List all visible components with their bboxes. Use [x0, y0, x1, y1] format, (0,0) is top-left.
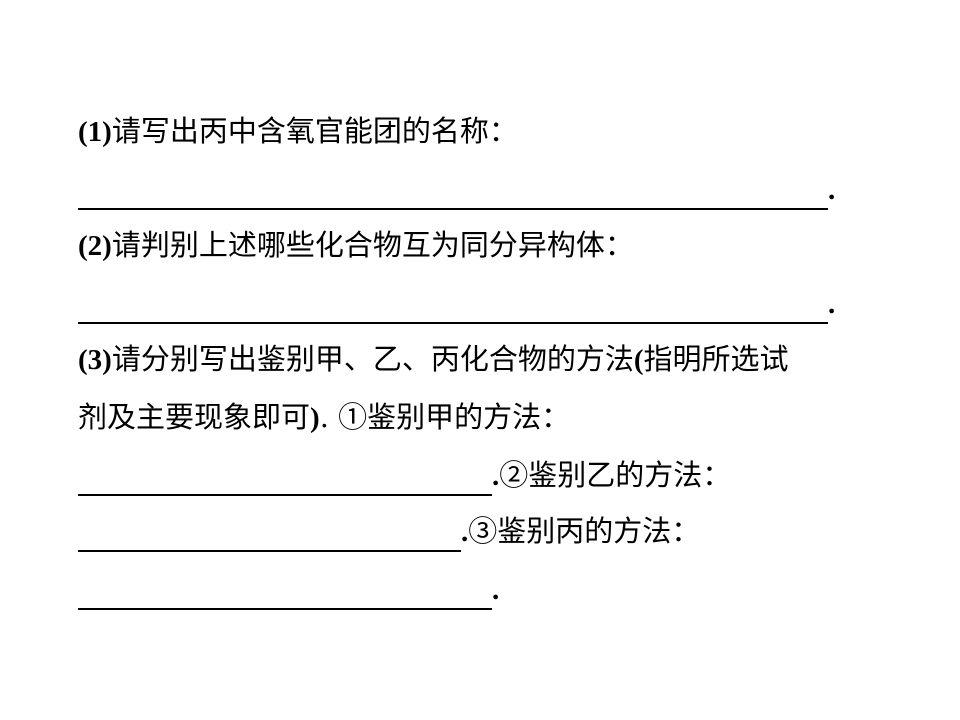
- answer-3-3-end-mark: .: [492, 574, 500, 606]
- answer-1-row: .: [78, 169, 836, 210]
- question-3-sub2-label: ②鉴别乙的方法：: [499, 458, 732, 492]
- question-2-number: (2): [78, 230, 112, 262]
- answer-1-end-mark: .: [828, 174, 836, 206]
- question-3-text-part2: 指明所选试: [643, 342, 789, 376]
- question-3: (3)请分别写出鉴别甲、乙、丙化合物的方法(指明所选试: [78, 339, 789, 379]
- question-3-sub2-row: .②鉴别乙的方法：: [78, 455, 732, 496]
- question-3-sub3-label: ③鉴别丙的方法：: [468, 514, 701, 548]
- answer-3-1-end-mark: .: [492, 460, 500, 492]
- question-1-text: 请写出丙中含氧官能团的名称：: [111, 114, 518, 148]
- answer-2-blank[interactable]: [78, 292, 828, 324]
- question-3-line2-text: 剂及主要现象即可: [78, 400, 311, 434]
- question-1-number: (1): [78, 116, 112, 148]
- question-3-sub3-row: .③鉴别丙的方法：: [78, 511, 701, 552]
- question-3-line2: 剂及主要现象即可). ①鉴别甲的方法：: [78, 397, 570, 437]
- question-1: (1)请写出丙中含氧官能团的名称：: [78, 111, 518, 151]
- question-3-paren-open: (: [633, 344, 644, 376]
- question-2: (2)请判别上述哪些化合物互为同分异构体：: [78, 225, 634, 265]
- question-2-text: 请判别上述哪些化合物互为同分异构体：: [111, 228, 634, 262]
- question-3-separator: .: [319, 400, 339, 434]
- answer-3-3-blank[interactable]: [78, 578, 492, 610]
- answer-3-2-blank[interactable]: [78, 520, 461, 552]
- answer-3-1-blank[interactable]: [78, 464, 492, 496]
- answer-3-2-end-mark: .: [461, 516, 469, 548]
- question-3-paren-close: ): [310, 402, 320, 434]
- answer-2-row: .: [78, 283, 836, 324]
- question-3-number: (3): [78, 344, 112, 376]
- answer-2-end-mark: .: [828, 288, 836, 320]
- answer-1-blank[interactable]: [78, 178, 828, 210]
- answer-3-3-row: .: [78, 569, 500, 610]
- question-3-text-part1: 请分别写出鉴别甲、乙、丙化合物的方法: [111, 342, 634, 376]
- question-3-sub1-label: ①鉴别甲的方法：: [338, 400, 571, 434]
